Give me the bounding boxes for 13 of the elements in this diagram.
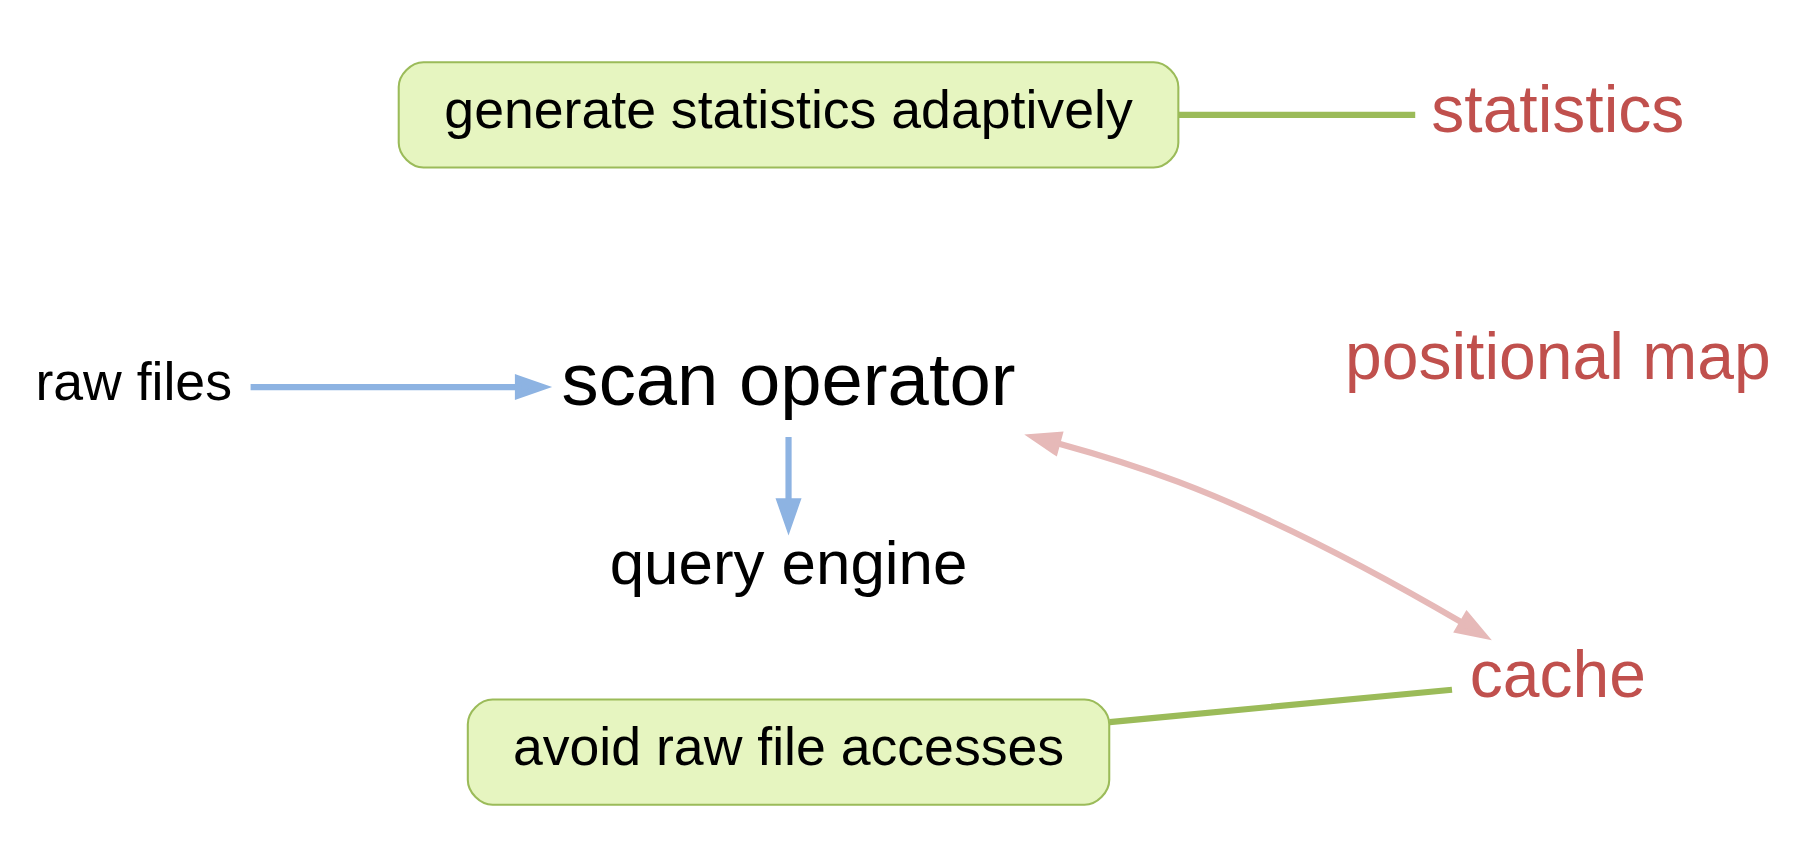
node-text: cache bbox=[1469, 636, 1646, 711]
node-text: raw files bbox=[35, 350, 232, 411]
node-box: avoid raw file accesses bbox=[466, 698, 1111, 806]
node-text: query engine bbox=[609, 527, 968, 597]
arrow bbox=[250, 373, 553, 400]
node-text: scan operator bbox=[561, 337, 1016, 421]
node-text: positional map bbox=[1345, 318, 1771, 393]
arrow bbox=[1024, 430, 1492, 640]
node-text: statistics bbox=[1431, 71, 1685, 146]
connector bbox=[1109, 686, 1453, 725]
connector bbox=[1178, 111, 1416, 118]
arrow bbox=[775, 436, 802, 535]
node-box: generate statistics adaptively bbox=[397, 60, 1180, 168]
